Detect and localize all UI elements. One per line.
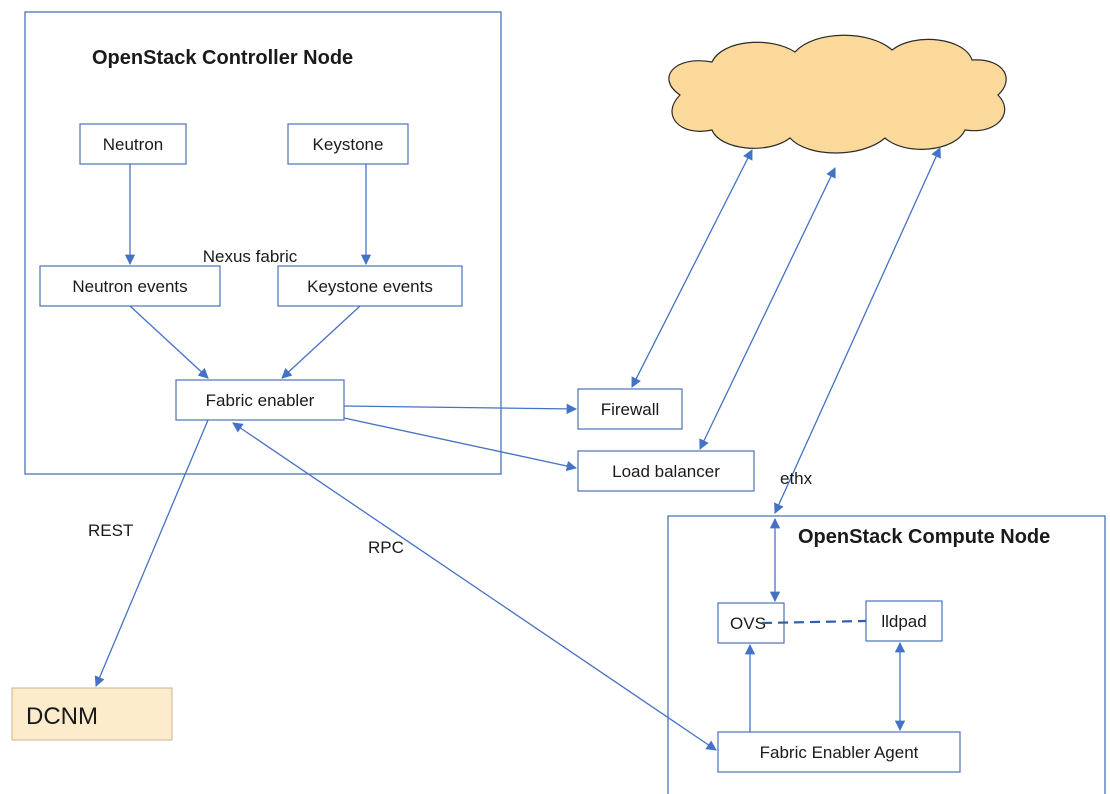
neutron-events-label: Neutron events (72, 277, 187, 296)
lldpad-box (865, 600, 943, 642)
controller-node-title: OpenStack Controller Node (92, 47, 353, 69)
neutron-events-box (39, 265, 221, 307)
compute-node-title: OpenStack Compute Node (798, 526, 1050, 548)
fabric-enabler-agent-box (717, 731, 961, 773)
ethx-label: ethx (780, 469, 813, 488)
ovs-label: OVS (730, 614, 766, 633)
rpc-label: RPC (368, 538, 404, 557)
dcnm-label: DCNM (26, 703, 98, 730)
keystone-events-box (277, 265, 463, 307)
load-balancer-cloud-link (699, 167, 836, 450)
keystone-label: Keystone (313, 135, 384, 154)
firewall-box (577, 388, 683, 430)
firewall-cloud-link (631, 149, 753, 388)
rest-label: REST (88, 521, 133, 540)
rpc-link-arrow (232, 422, 717, 751)
load-balancer-label: Load balancer (612, 462, 720, 481)
fabric-to-firewall-arrow (343, 403, 578, 415)
keystone-events-to-fabric-arrow (281, 305, 361, 379)
neutron-box (79, 123, 187, 165)
cloud-shape (668, 34, 1007, 154)
fabric-enabler-label: Fabric enabler (206, 391, 315, 410)
fabric-enabler-agent-label: Fabric Enabler Agent (760, 743, 919, 762)
keystone-box (287, 123, 409, 165)
ovs-box (717, 602, 785, 644)
neutron-label: Neutron (103, 135, 163, 154)
keystone-events-label: Keystone events (307, 277, 433, 296)
ethx-cloud-link (774, 147, 941, 514)
dcnm-box (11, 687, 173, 741)
lldpad-label: lldpad (881, 612, 926, 631)
fabric-to-dcnm-rest-arrow (94, 419, 209, 687)
neutron-events-to-fabric-arrow (129, 305, 209, 379)
nexus-fabric-label: Nexus fabric (203, 247, 298, 266)
firewall-label: Firewall (601, 400, 660, 419)
fabric-to-load-balancer-arrow (343, 417, 578, 472)
ovs-lldpad-dashed-link (761, 619, 867, 625)
fabric-enabler-box (175, 379, 345, 421)
